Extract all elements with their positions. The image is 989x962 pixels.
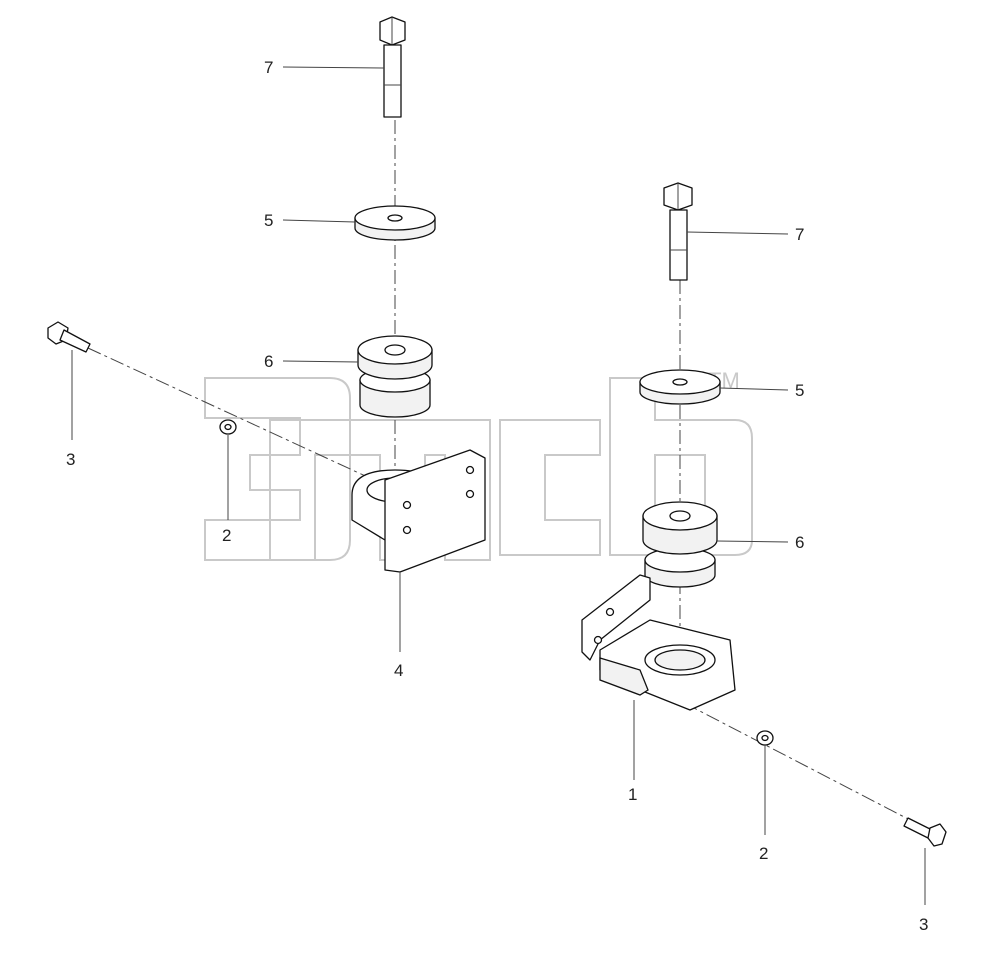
- callout-5-left: 5: [264, 211, 273, 230]
- callout-6-left: 6: [264, 352, 273, 371]
- screw-right-3: [903, 817, 947, 847]
- rubber-mount-left-6: [357, 335, 433, 418]
- callout-7-right: 7: [795, 225, 804, 244]
- callout-6-right: 6: [795, 533, 804, 552]
- bolt-left-7: [379, 16, 406, 118]
- rubber-mount-right-6: [642, 501, 718, 588]
- washer-left-5: [354, 205, 436, 241]
- callout-1: 1: [628, 785, 637, 804]
- callout-2-left: 2: [222, 526, 231, 545]
- bracket-left-4: [351, 449, 486, 573]
- bracket-right-1: [581, 574, 736, 711]
- callout-4: 4: [394, 661, 403, 680]
- callout-3-left: 3: [66, 450, 75, 469]
- callout-7-left: 7: [264, 58, 273, 77]
- callout-3-right: 3: [919, 915, 928, 934]
- callout-labels: 7 5 6 3 2 4 7 5 6 1 2 3: [66, 58, 928, 934]
- callout-2-right: 2: [759, 844, 768, 863]
- washer-right-5: [639, 369, 721, 405]
- screw-left-3: [47, 321, 91, 353]
- lock-washer-left-2: [219, 419, 237, 435]
- lock-washer-right-2: [756, 730, 774, 746]
- callout-5-right: 5: [795, 381, 804, 400]
- bolt-right-7: [663, 182, 693, 281]
- centerline-left-horizontal: [87, 347, 401, 493]
- leader-lines: [71, 66, 926, 905]
